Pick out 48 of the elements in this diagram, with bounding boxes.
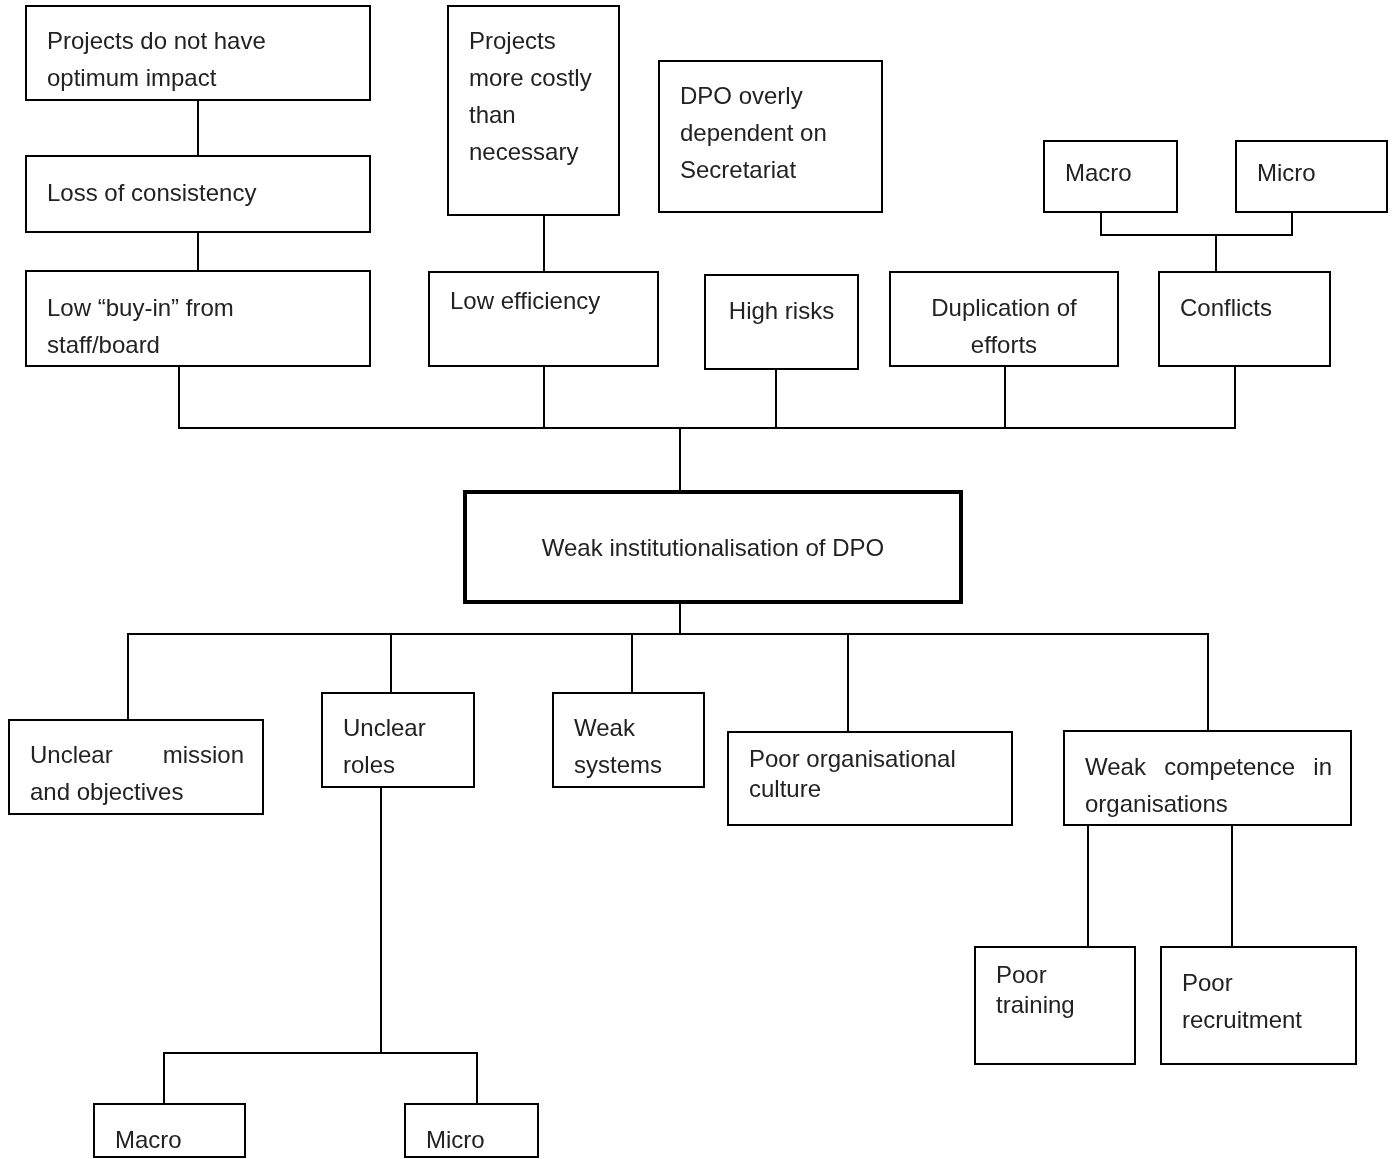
text-box [658,60,883,213]
text-box [1235,140,1388,213]
box-text: Unclear mission and objectives [30,740,244,807]
box-text: Low efficiency [450,286,602,316]
box-text: Poor organisational culture [749,744,957,804]
box-text: Projects more costly than necessary [469,26,593,167]
text-box [889,271,1119,367]
text-box [1043,140,1178,213]
text-box [552,692,705,788]
box-text: Poor recruitment [1182,968,1304,1035]
box-text: Unclear roles [343,713,427,780]
text-box [1158,271,1331,367]
connector-line [543,215,545,272]
box-text: Weak systems [574,713,663,780]
text-box [1063,730,1352,826]
box-text: Poor training [996,960,1076,1020]
connector-line [197,100,199,156]
text-box [727,731,1013,826]
text-box [25,5,371,101]
box-text: Low “buy-in” from staff/board [47,293,235,360]
text-box [974,946,1136,1065]
box-text: Projects do not have optimum impact [47,26,267,93]
box-text: Weak competence in organisations [1085,752,1332,819]
connector-line [1215,212,1293,272]
box-text: Macro [1065,158,1133,188]
text-box [404,1103,539,1158]
text-box [93,1103,246,1158]
box-text: High risks [727,296,836,326]
text-box [1160,946,1357,1065]
connector-line [1231,825,1233,947]
box-text: Micro [1257,158,1317,188]
text-box [447,5,620,216]
text-box [428,271,659,367]
box-text: Duplication of efforts [930,293,1078,360]
text-box [25,155,371,233]
text-box [321,692,475,788]
text-box [8,719,264,815]
text-box [463,490,963,604]
box-text: Micro [426,1125,486,1155]
box-text: Macro [115,1125,183,1155]
box-text: Weak institutionalisation of DPO [540,532,886,563]
box-text: Loss of consistency [47,178,258,208]
text-box [25,270,371,367]
connector-line [197,232,199,271]
connector-line [1087,825,1089,947]
box-text: Conflicts [1180,293,1274,323]
box-text: DPO overly dependent on Secretariat [680,81,828,185]
text-box [704,274,859,370]
